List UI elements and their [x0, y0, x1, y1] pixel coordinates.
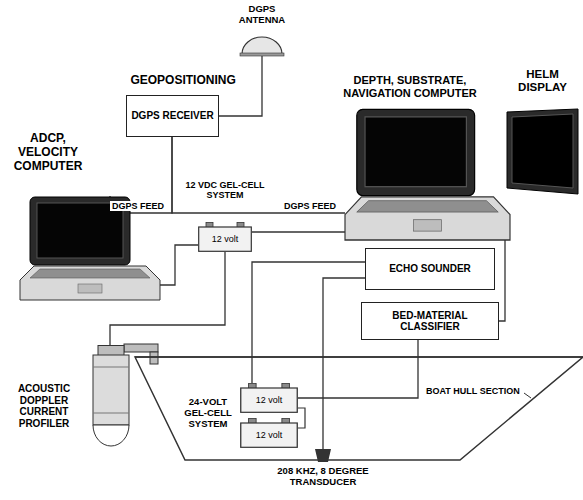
component-label: 24-VOLT GEL-CELL SYSTEM	[180, 397, 236, 430]
battery: 12 volt12 VDC GEL-CELL SYSTEM	[198, 222, 252, 252]
current-profiler: ACOUSTIC DOPPLER CURRENT PROFILER	[90, 345, 132, 448]
laptop-computer-outline	[345, 108, 510, 240]
box-label: 12 volt	[256, 395, 283, 405]
helm-monitor: HELM DISPLAY	[505, 108, 580, 195]
leader-line	[524, 393, 531, 398]
box-label: BED-MATERIAL CLASSIFIER	[362, 310, 498, 333]
connector-wire	[298, 340, 418, 398]
edge-label: DGPS FEED	[282, 201, 338, 211]
battery-link	[298, 408, 305, 428]
receiver-box: DGPS RECEIVERGEOPOSITIONING	[126, 95, 218, 137]
laptop-computer: ADCP, VELOCITY COMPUTER	[20, 196, 160, 300]
laptop-computer-outline	[20, 196, 160, 300]
connector-wire	[160, 245, 198, 285]
connector-wire	[323, 278, 365, 449]
box-label: ECHO SOUNDER	[389, 263, 471, 275]
connector-wire	[252, 231, 345, 232]
gps-antenna: DGPS ANTENNA	[240, 36, 284, 56]
transducer-outline	[313, 449, 333, 462]
current-profiler-outline	[90, 345, 132, 448]
component-label: 12 VDC GEL-CELL SYSTEM	[180, 180, 270, 201]
battery: 12 volt24-VOLT GEL-CELL SYSTEM	[240, 383, 298, 413]
laptop-computer: DEPTH, SUBSTRATE, NAVIGATION COMPUTER	[345, 108, 510, 240]
box-label: 12 volt	[212, 234, 239, 244]
box-label: DGPS RECEIVER	[131, 110, 213, 122]
process-box: BED-MATERIAL CLASSIFIER	[361, 302, 499, 340]
component-label: GEOPOSITIONING	[130, 74, 270, 88]
battery: 12 volt	[240, 418, 298, 448]
component-label: 208 KHZ, 8 DEGREE TRANSDUCER	[261, 466, 385, 488]
mount-bracket	[150, 352, 158, 364]
component-label: DGPS ANTENNA	[234, 4, 290, 26]
component-label: ACOUSTIC DOPPLER CURRENT PROFILER	[4, 383, 84, 429]
gps-antenna-outline	[240, 36, 284, 56]
connector-wire	[172, 137, 345, 213]
box-label: 12 volt	[256, 430, 283, 440]
component-label: ADCP, VELOCITY COMPUTER	[8, 132, 88, 173]
boat-hull: BOAT HULL SECTION12 volt24-VOLT GEL-CELL…	[135, 355, 583, 462]
edge-label: DGPS FEED	[110, 201, 166, 211]
helm-monitor-outline	[505, 108, 580, 195]
component-label: DEPTH, SUBSTRATE, NAVIGATION COMPUTER	[330, 74, 490, 99]
mount-bracket	[124, 344, 158, 352]
connector-wire	[110, 137, 172, 213]
process-box: ECHO SOUNDER	[365, 248, 495, 290]
connector-wire	[252, 262, 365, 383]
transducer: 208 KHZ, 8 DEGREE TRANSDUCER	[313, 449, 333, 462]
component-label: HELM DISPLAY	[505, 68, 580, 94]
connector-wire	[499, 240, 505, 321]
component-label: BOAT HULL SECTION	[426, 386, 536, 396]
